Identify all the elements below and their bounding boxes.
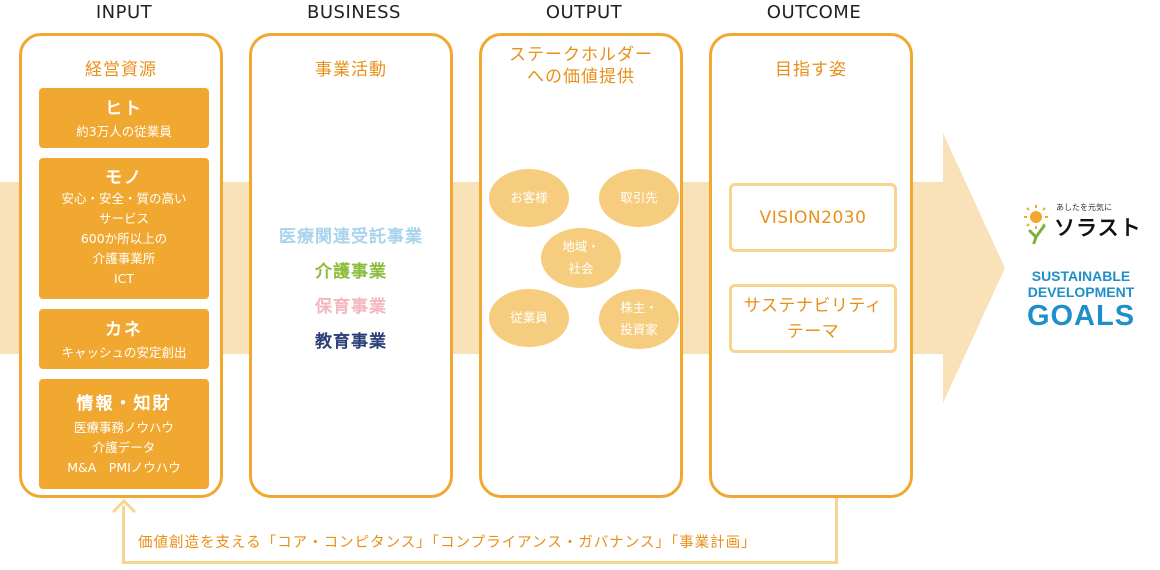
stakeholder-partners: 取引先 (599, 169, 679, 227)
output-title-line: への価値提供 (527, 67, 635, 87)
stakeholder-employees: 従業員 (489, 289, 569, 347)
stakeholder-label: お客様 (510, 190, 548, 205)
feedback-arrow-icon (111, 498, 137, 514)
outcome-panel: 目指す姿 VISION2030 サステナビリティ テーマ (709, 33, 913, 498)
stakeholder-label: 取引先 (620, 190, 658, 205)
sustainability-label: テーマ (786, 321, 840, 342)
sdgs-line: DEVELOPMENT (1027, 284, 1135, 300)
resource-title: ヒト (105, 99, 143, 119)
resource-line: 600か所以上の (80, 231, 168, 246)
vision-box: VISION2030 (729, 183, 897, 252)
company-logo: あしたを元気に ソラスト (1022, 200, 1142, 246)
resource-title: カネ (105, 320, 143, 340)
resource-line: M&A PMIノウハウ (67, 460, 181, 475)
resource-information: 情報・知財 医療事務ノウハウ 介護データ M&A PMIノウハウ (39, 379, 209, 489)
feedback-text: 価値創造を支える「コア・コンピタンス」「コンプライアンス・ガバナンス」「事業計画… (136, 531, 759, 552)
sustainability-label: サステナビリティ (743, 295, 883, 316)
resource-money: カネ キャッシュの安定創出 (39, 309, 209, 369)
resource-line: 医療事務ノウハウ (73, 420, 174, 435)
sun-figure-icon (1024, 205, 1048, 244)
resource-line: キャッシュの安定創出 (61, 345, 187, 360)
resource-line: 介護事業所 (92, 251, 156, 266)
flow-arrow-head (943, 133, 1005, 403)
input-panel: 経営資源 ヒト 約3万人の従業員 モノ 安心・安全・質の高い サービス 600か… (19, 33, 223, 498)
column-header-outcome: OUTCOME (766, 2, 862, 23)
output-title-line: ステークホルダー (509, 45, 653, 65)
column-header-business: BUSINESS (307, 2, 401, 23)
output-panel: ステークホルダー への価値提供 お客様 取引先 地域・ 社会 従業員 株主・ 投… (479, 33, 683, 498)
sustainability-box: サステナビリティ テーマ (729, 284, 897, 353)
resource-goods: モノ 安心・安全・質の高い サービス 600か所以上の 介護事業所 ICT (39, 158, 209, 299)
business-item: 教育事業 (315, 332, 387, 352)
business-item: 医療関連受託事業 (279, 227, 423, 247)
feedback-line-left (122, 506, 125, 564)
vision-label: VISION2030 (759, 207, 867, 228)
resource-people: ヒト 約3万人の従業員 (39, 88, 209, 148)
business-item: 介護事業 (315, 262, 387, 282)
business-item: 保育事業 (315, 297, 387, 317)
resource-line: 約3万人の従業員 (76, 124, 172, 139)
resource-title: 情報・知財 (76, 394, 172, 414)
resource-line: 安心・安全・質の高い (61, 191, 187, 206)
stakeholder-label: 株主・ (620, 300, 658, 315)
stakeholder-shareholders: 株主・ 投資家 (599, 289, 679, 349)
business-panel-title: 事業活動 (315, 60, 387, 80)
resource-line: サービス (98, 211, 149, 226)
stakeholder-customers: お客様 (489, 169, 569, 227)
sdgs-logo: SUSTAINABLE DEVELOPMENT GOALS (1020, 268, 1142, 332)
feedback-line-bottom (122, 561, 838, 564)
column-header-input: INPUT (95, 2, 153, 23)
resource-title: モノ (105, 168, 143, 188)
resource-line: 介護データ (92, 440, 156, 455)
resource-line: ICT (113, 271, 135, 286)
outcome-panel-title: 目指す姿 (775, 60, 847, 80)
business-panel: 事業活動 医療関連受託事業 介護事業 保育事業 教育事業 (249, 33, 453, 498)
input-panel-title: 経営資源 (85, 60, 157, 80)
company-tagline: あしたを元気に (1056, 203, 1112, 212)
feedback-line-right (835, 498, 838, 564)
stakeholder-label: 従業員 (510, 310, 548, 325)
stakeholder-label: 地域・ (562, 239, 600, 254)
sdgs-line: GOALS (1026, 300, 1136, 332)
sdgs-line: SUSTAINABLE (1031, 268, 1131, 284)
column-header-output: OUTPUT (545, 2, 623, 23)
stakeholder-community: 地域・ 社会 (541, 228, 621, 288)
output-panel-title: ステークホルダー への価値提供 (482, 44, 680, 88)
stakeholder-label: 社会 (568, 261, 594, 276)
company-name: ソラスト (1054, 216, 1142, 240)
stakeholder-label: 投資家 (620, 322, 658, 337)
